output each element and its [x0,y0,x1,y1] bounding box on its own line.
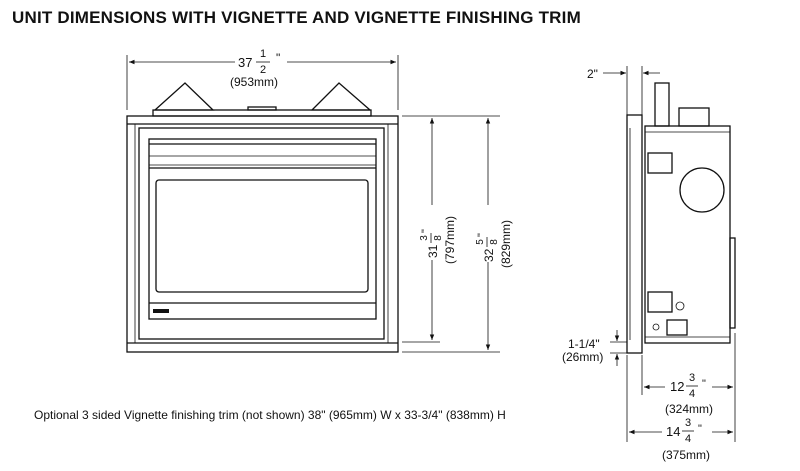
outer-height-den: 8 [489,239,500,245]
total-depth-whole: 14 [666,424,680,439]
width-unit: " [276,51,280,65]
width-metric: (953mm) [230,75,278,89]
vent-knockout [679,167,725,213]
front-trim [626,114,643,354]
body-depth-metric: (324mm) [665,402,713,416]
total-depth-den: 4 [685,433,691,445]
body-depth-den: 4 [689,388,695,400]
right-vent-cap [310,82,372,111]
body-depth-num: 3 [689,372,695,384]
side-handle [729,237,736,329]
door-frame [138,127,385,340]
width-den: 2 [260,64,266,76]
page-title: UNIT DIMENSIONS WITH VIGNETTE AND VIGNET… [12,8,581,27]
vent-pipe [654,82,670,127]
upper-bracket [647,152,673,174]
lower-bracket [647,291,673,313]
inner-height-num: 3 [419,235,430,241]
front-view: 37 1 2 " (953mm) 31 3 8 " (797mm) 32 5 8… [126,48,513,353]
top-tab [247,106,277,111]
body-depth-unit: " [702,378,706,390]
outer-frame [126,115,399,353]
inner-height-whole: 31 [426,244,440,258]
outer-height-whole: 32 [482,248,496,262]
width-whole: 37 [238,55,252,70]
body-depth-whole: 12 [670,379,684,394]
glass-panel [155,179,369,293]
bottom-offset-metric: (26mm) [562,350,603,364]
inner-height-unit: " [420,229,432,233]
inner-height-den: 8 [433,235,444,241]
trim-depth-label: 2" [587,67,598,81]
logo-badge [153,309,169,313]
top-box [678,107,710,127]
top-plate [152,109,372,117]
left-vent-cap [153,82,215,111]
total-depth-num: 3 [685,417,691,429]
valve [666,319,688,336]
side-view: 2" 1-1/4" (26mm) 12 3 4 " (324mm) 14 3 4… [562,66,736,462]
trim-note: Optional 3 sided Vignette finishing trim… [34,408,506,422]
total-depth-unit: " [698,423,702,435]
bottom-offset-label: 1-1/4" [568,337,600,351]
outer-height-unit: " [476,233,488,237]
width-num: 1 [260,48,266,60]
inner-height-metric: (797mm) [443,216,457,264]
outer-height-metric: (829mm) [499,220,513,268]
firebox-body [644,125,731,344]
total-depth-metric: (375mm) [662,448,710,462]
outer-height-num: 5 [475,239,486,245]
